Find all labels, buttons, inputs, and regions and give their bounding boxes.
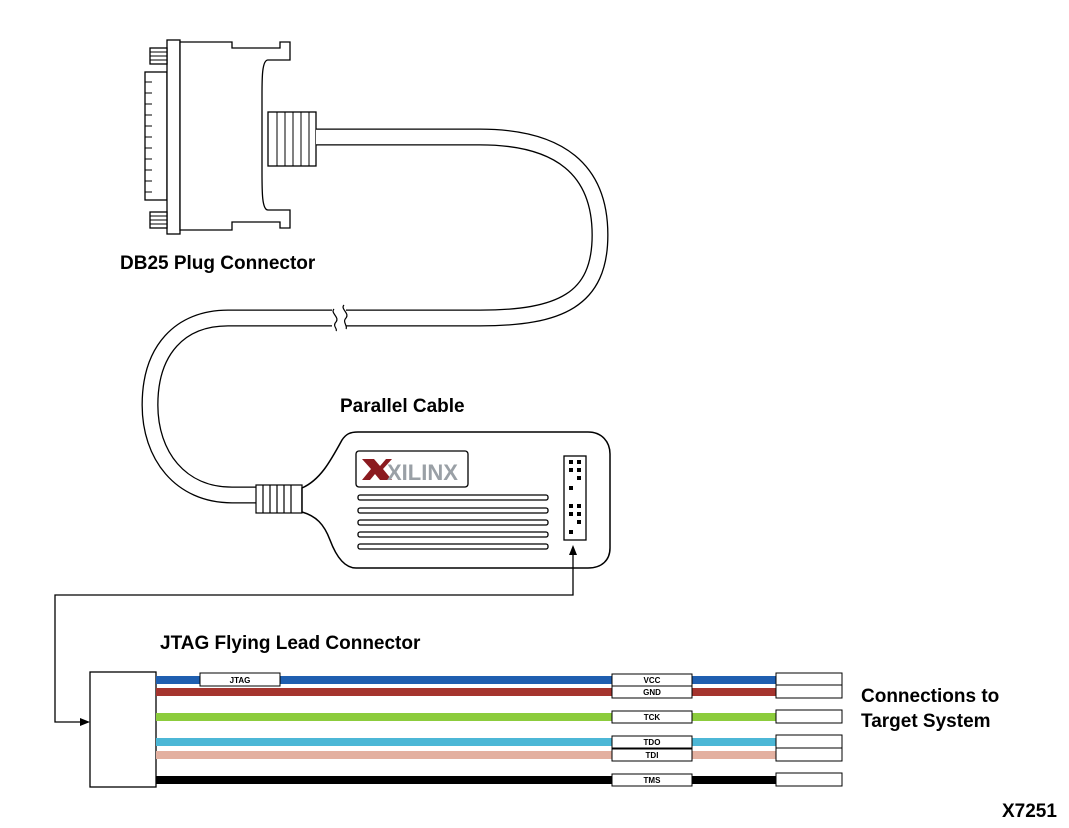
wire-tag-tms <box>611 773 693 787</box>
jtag-tag: JTAG <box>199 672 281 687</box>
wire-label-tck: TCK <box>644 713 661 722</box>
connection-arrow <box>54 545 577 726</box>
wire-vcc <box>156 676 776 684</box>
wire-terminal-tck <box>775 709 843 724</box>
wire-tag-tdi <box>611 748 693 762</box>
wire-tck <box>156 713 776 721</box>
xilinx-logo-text: XILINX <box>387 460 458 485</box>
jtag-tag-text: JTAG <box>230 676 251 685</box>
db25-label: DB25 Plug Connector <box>120 253 316 274</box>
target-label-line1: Connections to <box>861 686 1000 707</box>
wire-terminal-tdi <box>775 747 843 762</box>
wire-terminal-tdo <box>775 734 843 749</box>
wire-tdo <box>156 738 776 746</box>
wire-tag-tck <box>611 710 693 724</box>
parallel-cable-wire <box>141 128 609 504</box>
wire-label-tms: TMS <box>644 776 662 785</box>
wire-label-vcc: VCC <box>644 676 661 685</box>
wire-tms <box>156 776 776 784</box>
wire-terminal-gnd <box>775 684 843 699</box>
xilinx-logo: XILINX <box>355 450 469 488</box>
flying-lead-housing <box>89 671 157 788</box>
jtag-connector-label: JTAG Flying Lead Connector <box>160 633 421 654</box>
db25-connector <box>144 39 317 235</box>
wire-tag-gnd <box>611 685 693 699</box>
target-label-line2: Target System <box>861 711 991 732</box>
wire-label-gnd: GND <box>643 688 661 697</box>
wire-terminal-vcc <box>775 672 843 687</box>
wire-label-tdo: TDO <box>644 738 661 747</box>
flying-leads: VCC GND TCK TDO TDI TMS <box>156 672 843 787</box>
wire-gnd <box>156 688 776 696</box>
wire-tag-tdo <box>611 735 693 749</box>
wire-terminal-tms <box>775 772 843 787</box>
wire-tdi <box>156 751 776 759</box>
parallel-cable-label: Parallel Cable <box>340 396 465 417</box>
figure-id: X7251 <box>1002 801 1057 822</box>
wire-label-tdi: TDI <box>646 751 659 760</box>
